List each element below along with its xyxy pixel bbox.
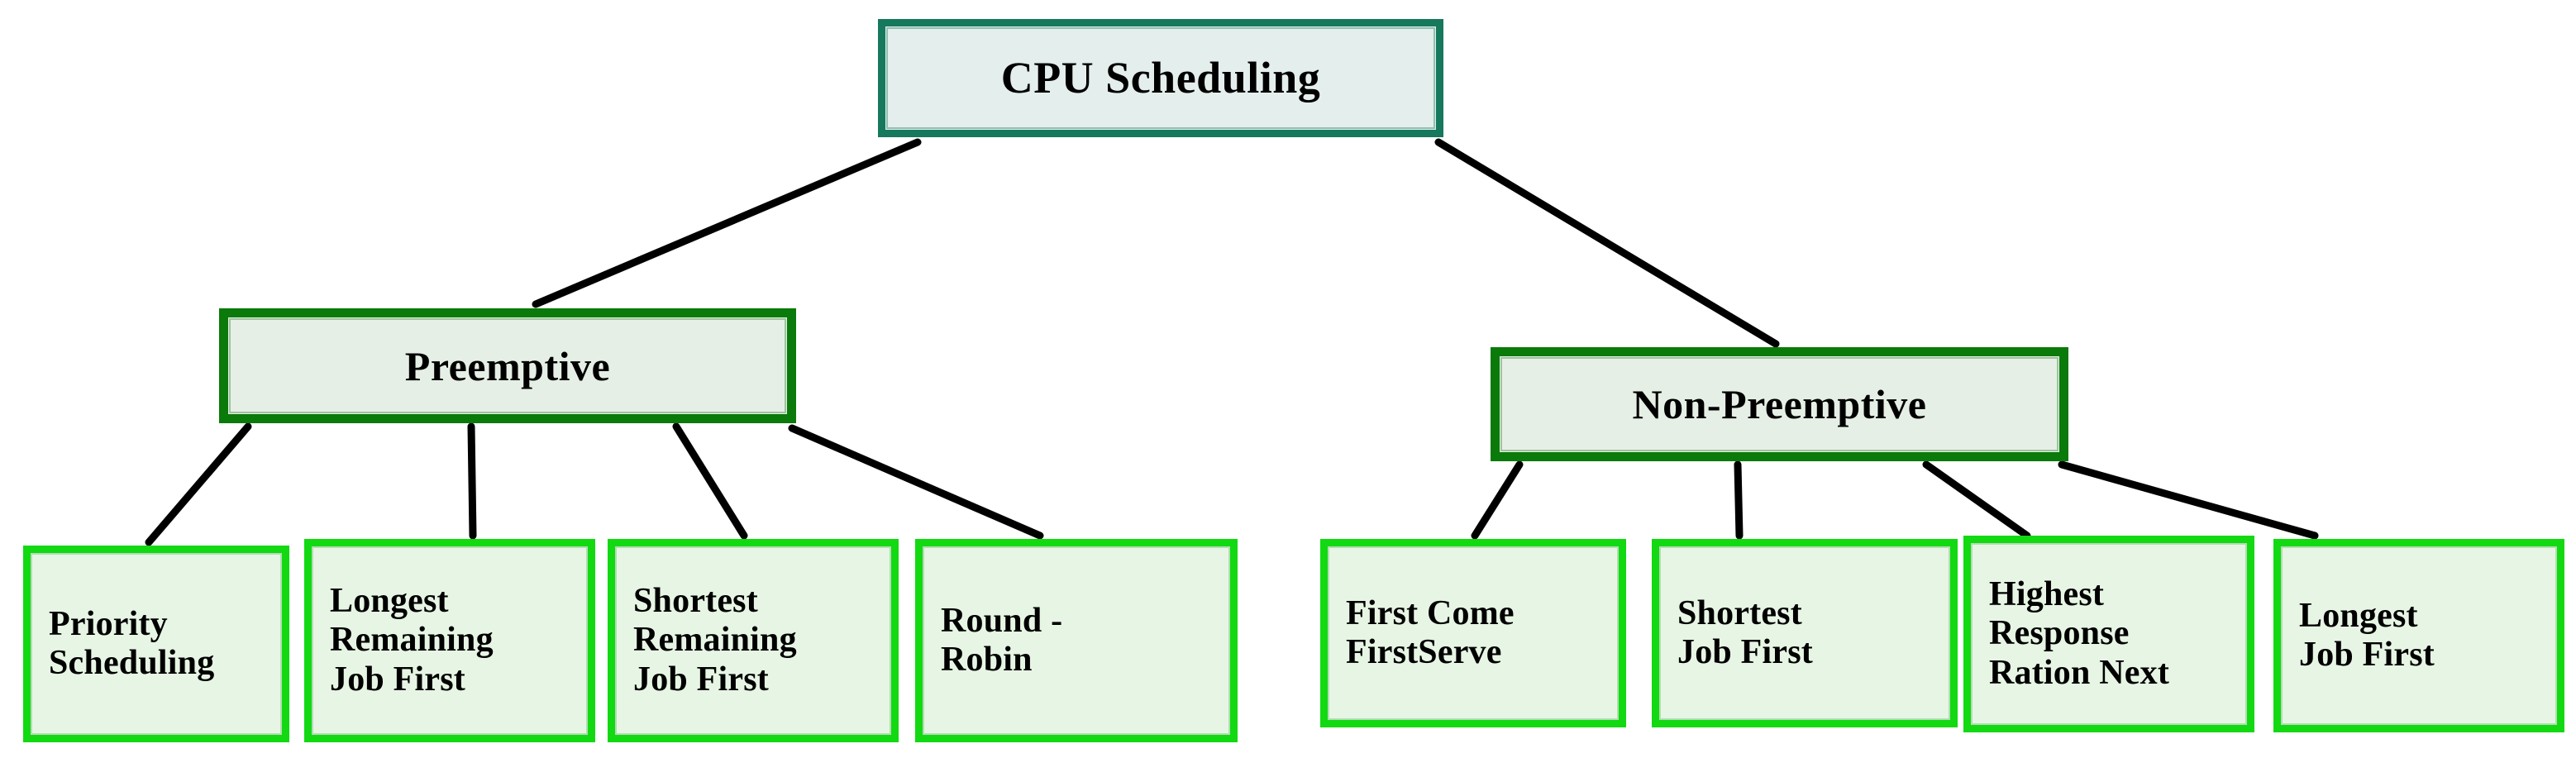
node-shortest-remaining-job-first: Shortest Remaining Job First xyxy=(608,539,899,742)
edge-root-to-preemptive xyxy=(532,138,922,308)
node-priority-scheduling: Priority Scheduling xyxy=(23,546,289,742)
node-label-non-preemptive: Non-Preemptive xyxy=(1632,381,1927,427)
node-label-round-robin: Round - Robin xyxy=(941,601,1063,679)
edge-preemptive-to-lrjf xyxy=(467,422,477,540)
node-label-shortest-job-first: Shortest Job First xyxy=(1677,594,1813,671)
node-longest-job-first: Longest Job First xyxy=(2273,539,2564,732)
node-label-preemptive: Preemptive xyxy=(404,342,611,389)
node-label-cpu-scheduling: CPU Scheduling xyxy=(1000,53,1321,103)
node-label-highest-response-ration-next: Highest Response Ration Next xyxy=(1989,575,2170,692)
node-label-first-come-first-serve: First Come FirstServe xyxy=(1346,594,1515,671)
node-label-priority-scheduling: Priority Scheduling xyxy=(49,604,215,682)
edge-nonpreemptive-to-sjf xyxy=(1734,460,1744,540)
node-longest-remaining-job-first: Longest Remaining Job First xyxy=(304,539,595,742)
edge-preemptive-to-priority xyxy=(145,422,252,546)
edge-root-to-non-preemptive xyxy=(1434,138,1780,348)
node-preemptive: Preemptive xyxy=(219,308,796,423)
node-label-longest-job-first: Longest Job First xyxy=(2299,596,2435,674)
edge-nonpreemptive-to-hrrn xyxy=(1922,460,2031,540)
node-round-robin: Round - Robin xyxy=(915,539,1238,742)
node-label-longest-remaining-job-first: Longest Remaining Job First xyxy=(330,582,494,698)
edge-preemptive-to-srjf xyxy=(672,422,748,540)
edge-nonpreemptive-to-fcfs xyxy=(1471,460,1524,540)
edge-preemptive-to-round-robin xyxy=(788,424,1044,540)
node-cpu-scheduling: CPU Scheduling xyxy=(878,19,1443,137)
edge-nonpreemptive-to-ljf xyxy=(2058,460,2319,540)
node-first-come-first-serve: First Come FirstServe xyxy=(1320,539,1626,727)
node-highest-response-ration-next: Highest Response Ration Next xyxy=(1963,536,2254,732)
node-non-preemptive: Non-Preemptive xyxy=(1491,347,2068,461)
node-label-shortest-remaining-job-first: Shortest Remaining Job First xyxy=(633,582,797,698)
node-shortest-job-first: Shortest Job First xyxy=(1652,539,1958,727)
